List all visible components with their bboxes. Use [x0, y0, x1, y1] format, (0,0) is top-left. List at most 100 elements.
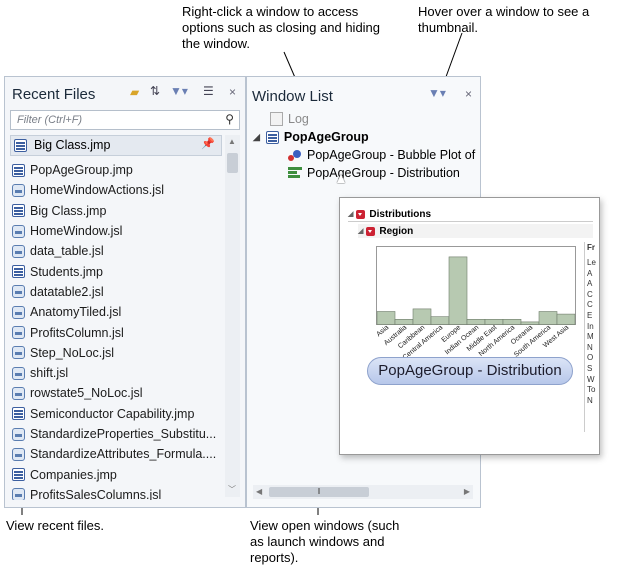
recent-file-name: HomeWindow.jsl: [30, 224, 123, 239]
filter-funnel-icon[interactable]: ▼▾: [428, 86, 446, 100]
pin-icon[interactable]: 📌: [201, 138, 215, 150]
bubble-plot-icon: [288, 149, 303, 162]
recent-file-name: shift.jsl: [30, 366, 69, 381]
red-triangle-menu-icon[interactable]: [356, 209, 366, 219]
collapse-triangle-icon[interactable]: ◢: [358, 228, 364, 235]
data-table-icon: [12, 163, 25, 177]
region-header[interactable]: ◢ Region: [358, 224, 593, 238]
red-triangle-menu-icon[interactable]: [366, 226, 376, 236]
sort-icon[interactable]: ⇅: [150, 84, 161, 98]
side-header: Fr: [587, 243, 595, 252]
chevron-up-icon[interactable]: ▲: [228, 137, 236, 146]
close-icon[interactable]: ×: [229, 85, 237, 99]
close-icon[interactable]: ×: [465, 87, 473, 101]
header-divider: [348, 221, 593, 222]
recent-file-item[interactable]: StandardizeProperties_Substitu...: [12, 424, 224, 444]
window-item-label: Log: [288, 112, 309, 126]
annotation-line: as launch windows and: [250, 534, 385, 549]
script-icon: [12, 285, 25, 299]
recent-file-name: ProfitsSalesColumns.jsl: [30, 487, 162, 500]
recent-file-name: StandardizeProperties_Substitu...: [30, 427, 217, 441]
side-column-cell: E: [587, 310, 593, 320]
recent-file-item[interactable]: HomeWindowActions.jsl: [12, 180, 224, 200]
recent-file-item[interactable]: ProfitsSalesColumns.jsl: [12, 485, 224, 500]
histogram-bar: [556, 313, 576, 325]
data-table-icon: [12, 468, 25, 482]
recent-file-item[interactable]: Big Class.jmp: [12, 201, 224, 221]
chevron-right-icon[interactable]: ▶: [463, 487, 470, 496]
scrollbar-thumb[interactable]: ‖: [269, 487, 369, 497]
script-icon: [12, 427, 25, 441]
recent-file-name: data_table.jsl: [30, 244, 104, 259]
recent-file-name: Big Class.jmp: [30, 203, 107, 218]
recent-file-item[interactable]: Students.jmp: [12, 261, 224, 281]
recent-file-name: PopAgeGroup.jmp: [30, 163, 133, 178]
data-table-icon: [12, 265, 25, 279]
recent-file-name: Companies.jmp: [30, 467, 117, 482]
window-group-popagegroup[interactable]: ◢ PopAgeGroup: [253, 130, 369, 144]
distributions-label: Distributions: [369, 208, 432, 220]
histogram-bar: [466, 319, 486, 325]
histogram-bar: [520, 321, 540, 325]
distributions-header[interactable]: ◢ Distributions: [348, 207, 593, 221]
histogram-bar: [394, 319, 414, 325]
distribution-icon: [288, 167, 303, 179]
log-icon: [270, 112, 283, 126]
pinned-file[interactable]: Big Class.jmp 📌: [10, 135, 222, 156]
recent-files-title: Recent Files: [12, 86, 96, 103]
side-column-cell: C: [587, 289, 593, 299]
side-column-cell: To: [587, 385, 596, 395]
recent-file-item[interactable]: Companies.jmp: [12, 464, 224, 484]
window-item-bubble-plot[interactable]: PopAgeGroup - Bubble Plot of Pop: [288, 148, 479, 162]
filter-placeholder: Filter (Ctrl+F): [17, 114, 83, 126]
scrollbar-thumb[interactable]: [227, 153, 238, 173]
pinned-file-name: Big Class.jmp: [34, 138, 111, 152]
filter-input[interactable]: Filter (Ctrl+F) ⚲: [10, 110, 240, 130]
annotation-hover: Hover over a window to see a thumbnail.: [418, 4, 589, 36]
collapse-triangle-icon[interactable]: ◢: [348, 211, 354, 218]
annotation-open-windows: View open windows (such as launch window…: [250, 518, 399, 566]
histogram-bar: [538, 311, 558, 325]
annotation-line: Hover over a window to see a: [418, 4, 590, 19]
recent-file-name: ProfitsColumn.jsl: [30, 325, 124, 340]
histogram-bar: [430, 316, 450, 325]
recent-file-item[interactable]: rowstate5_NoLoc.jsl: [12, 383, 224, 403]
side-column-cell: O: [587, 353, 594, 363]
mouse-cursor-icon: [337, 174, 345, 183]
window-item-distribution[interactable]: PopAgeGroup - Distribution: [288, 166, 460, 180]
recent-file-item[interactable]: shift.jsl: [12, 363, 224, 383]
recent-file-item[interactable]: ProfitsColumn.jsl: [12, 322, 224, 342]
recent-file-item[interactable]: AnatomyTiled.jsl: [12, 302, 224, 322]
chevron-down-icon[interactable]: ﹀: [228, 485, 236, 494]
recent-file-item[interactable]: HomeWindow.jsl: [12, 221, 224, 241]
side-column-cell: N: [587, 395, 593, 405]
recent-file-item[interactable]: PopAgeGroup.jmp: [12, 160, 224, 180]
side-column-cell: W: [587, 374, 595, 384]
data-table-icon: [265, 130, 279, 144]
horizontal-scrollbar[interactable]: ◀ ‖ ▶: [253, 485, 473, 499]
window-group-label: PopAgeGroup: [283, 130, 369, 144]
recent-file-item[interactable]: data_table.jsl: [12, 241, 224, 261]
annotation-right-click: Right-click a window to access options s…: [182, 4, 380, 52]
window-item-label: PopAgeGroup - Distribution: [307, 166, 460, 180]
side-column-cell: N: [587, 342, 593, 352]
chevron-left-icon[interactable]: ◀: [256, 487, 263, 496]
window-item-log[interactable]: Log: [270, 112, 309, 126]
recent-file-item[interactable]: datatable2.jsl: [12, 282, 224, 302]
recent-file-item[interactable]: Step_NoLoc.jsl: [12, 343, 224, 363]
recent-file-name: Step_NoLoc.jsl: [30, 345, 115, 360]
recent-file-item[interactable]: Semiconductor Capability.jmp: [12, 404, 224, 424]
filter-funnel-icon[interactable]: ▼▾: [170, 84, 188, 98]
script-icon: [12, 366, 25, 380]
list-view-icon[interactable]: ☰: [203, 84, 214, 98]
annotation-line: reports).: [250, 550, 299, 565]
vertical-scrollbar[interactable]: ▲ ﹀: [225, 135, 240, 497]
histogram-bar: [484, 319, 504, 325]
expand-triangle-icon[interactable]: ◢: [253, 131, 260, 142]
search-icon: ⚲: [225, 112, 234, 126]
open-folder-icon[interactable]: ▰: [130, 85, 140, 99]
recent-file-item[interactable]: StandardizeAttributes_Formula....: [12, 444, 224, 464]
